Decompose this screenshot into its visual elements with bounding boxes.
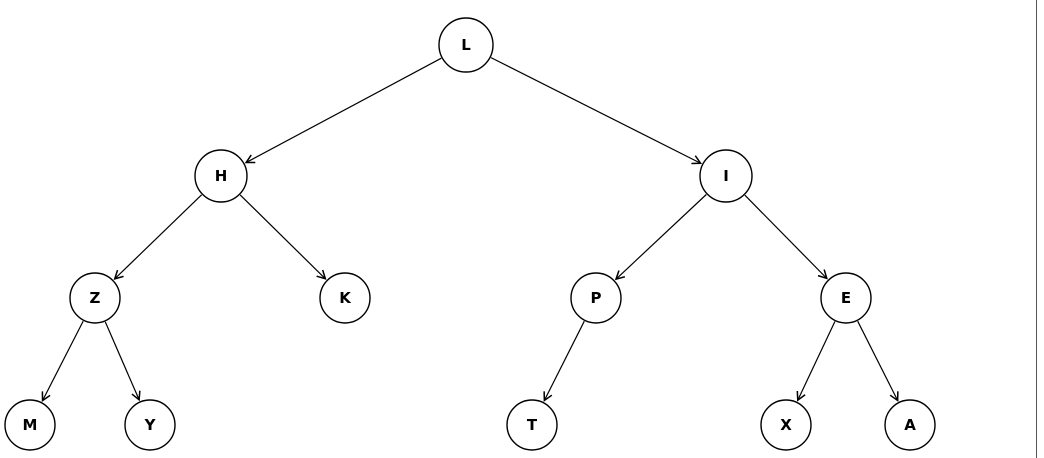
tree-edge-Z-M: [41, 320, 84, 403]
tree-node-circle-Z: [69, 272, 121, 324]
tree-node-circle-M: [4, 399, 56, 451]
tree-node-label-A: A: [904, 416, 916, 434]
tree-node-E: E: [820, 272, 872, 324]
tree-edge-I-E: [744, 194, 828, 280]
tree-node-X: X: [760, 399, 812, 451]
tree-node-label-H: H: [215, 167, 228, 185]
tree-edge-Z-Y: [104, 321, 141, 402]
tree-node-circle-I: [699, 149, 753, 203]
tree-node-T: T: [506, 399, 558, 451]
tree-node-circle-K: [319, 272, 371, 324]
tree-node-circle-A: [884, 399, 936, 451]
tree-edge-H-K: [239, 194, 327, 280]
tree-node-I: I: [699, 149, 753, 203]
tree-edge-P-T: [543, 320, 585, 402]
tree-node-circle-L: [438, 17, 494, 73]
tree-edge-L-I: [490, 57, 703, 165]
tree-node-H: H: [194, 149, 248, 203]
tree-edge-I-P: [614, 194, 707, 281]
tree-node-label-K: K: [339, 289, 352, 307]
tree-node-L: L: [438, 17, 494, 73]
tree-node-M: M: [4, 399, 56, 451]
tree-node-circle-P: [570, 272, 622, 324]
tree-edge-E-X: [796, 321, 836, 402]
tree-edge-L-H: [244, 57, 442, 164]
tree-node-label-Z: Z: [90, 289, 101, 307]
tree-node-label-E: E: [841, 289, 851, 307]
tree-node-label-I: I: [723, 167, 729, 185]
tree-node-circle-X: [760, 399, 812, 451]
tree-node-Y: Y: [124, 399, 176, 451]
tree-node-Z: Z: [69, 272, 121, 324]
tree-node-K: K: [319, 272, 371, 324]
tree-node-circle-E: [820, 272, 872, 324]
right-border-line: [1036, 0, 1037, 458]
tree-node-label-T: T: [527, 416, 538, 434]
tree-edge-H-Z: [113, 194, 203, 280]
tree-node-circle-H: [194, 149, 248, 203]
tree-node-P: P: [570, 272, 622, 324]
tree-node-label-X: X: [780, 416, 792, 434]
tree-node-label-M: M: [23, 416, 38, 434]
tree-node-circle-T: [506, 399, 558, 451]
tree-node-A: A: [884, 399, 936, 451]
tree-edge-E-A: [857, 320, 899, 402]
tree-node-label-P: P: [591, 289, 602, 307]
tree-node-label-Y: Y: [144, 416, 157, 434]
tree-node-label-L: L: [461, 36, 471, 54]
tree-node-circle-Y: [124, 399, 176, 451]
